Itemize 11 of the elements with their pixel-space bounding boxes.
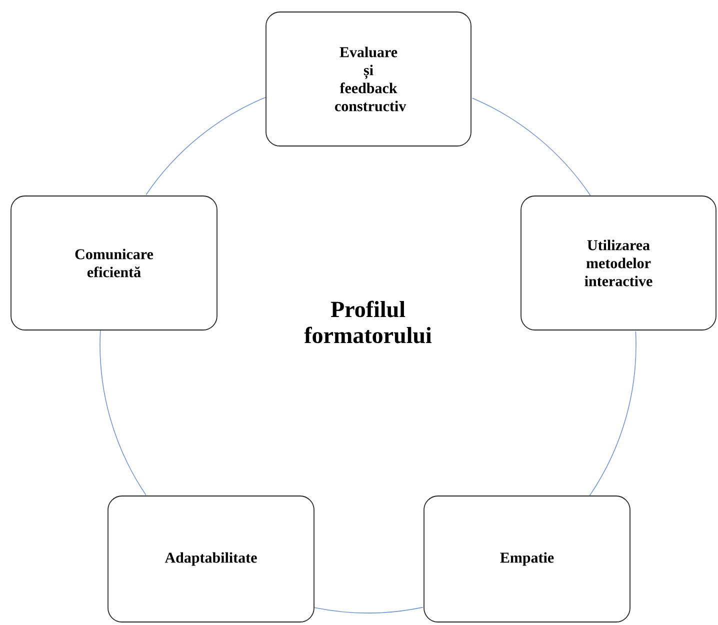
connector-arc [314,606,424,614]
connector-arc [472,98,591,196]
rounded-box: Adaptabilitate [108,496,314,622]
rounded-box: Evaluare și feedback constructiv [266,12,472,146]
connector-arc [100,330,146,496]
rounded-box: Empatie [424,496,630,622]
connector-arc [146,97,266,196]
center-title: Profilul formatorului [304,300,432,344]
connector-arc [589,330,636,496]
rounded-box: Utilizarea metodelor interactive [520,196,716,330]
rounded-box: Comunicare eficientă [10,196,218,330]
